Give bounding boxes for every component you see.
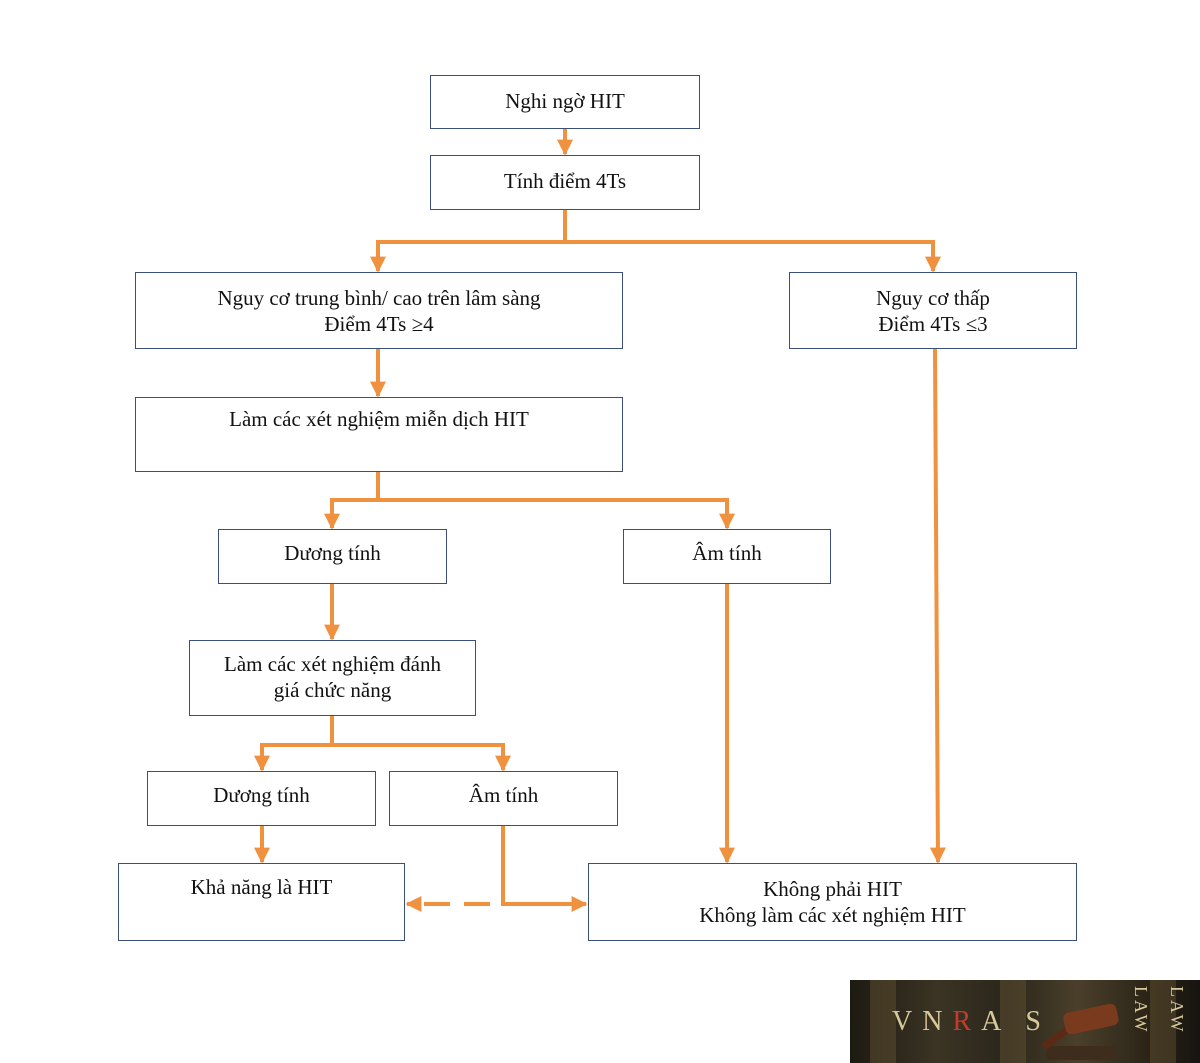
node-likely-hit: Khả năng là HIT [118,863,405,941]
edge-immuno-test-to-negative [378,498,735,530]
logo-letter: S [1025,1006,1051,1037]
node-text: Nghi ngờ HIT [505,89,625,113]
node-text: Không làm các xét nghiệm HIT [699,903,966,927]
edge-func-negative-to-not-hit [501,826,588,912]
node-text: Tính điểm 4Ts [503,169,627,193]
node-text: Khả năng là HIT [190,875,333,899]
node-text: Âm tính [468,783,539,807]
logo-letter: N [922,1006,953,1037]
edge-immuno-test-to-positive [324,472,380,530]
logo-side-text: LAW [1167,986,1187,1035]
logo-letter: V [892,1006,923,1037]
node-text: Nguy cơ thấp [876,286,990,310]
edge-functional-to-negative [332,743,511,772]
edge-low-risk-to-not-hit [929,348,946,864]
node-text: Điểm 4Ts ≥4 [324,312,434,336]
gavel-icon [1062,1002,1120,1036]
node-text: Làm các xét nghiệm miễn dịch HIT [229,407,529,431]
node-low-risk: Nguy cơ thấp Điểm 4Ts ≤3 [789,272,1077,349]
node-immuno-positive: Dương tính [218,529,447,584]
gavel-base-icon [1046,1046,1116,1060]
logo-letter: R [952,1006,982,1037]
node-text: Không phải HIT [763,877,902,901]
node-text: Dương tính [284,541,381,565]
node-text: Nguy cơ trung bình/ cao trên lâm sàng [217,286,541,310]
logo-side-text: LAW [1131,986,1151,1035]
node-immuno-negative: Âm tính [623,529,831,584]
edge-score-to-high-risk [370,210,567,273]
node-text: Âm tính [692,541,762,565]
edge-functional-to-positive [254,716,334,772]
node-score-4ts: Tính điểm 4Ts [430,155,700,210]
node-func-negative: Âm tính [389,771,618,826]
node-high-risk: Nguy cơ trung bình/ cao trên lâm sàng Đi… [135,272,623,349]
node-not-hit: Không phải HIT Không làm các xét nghiệm … [588,863,1077,941]
node-func-positive: Dương tính [147,771,376,826]
node-text: giá chức năng [273,678,392,702]
logo-letter: A [981,1006,1012,1037]
edge-score-to-low-risk [565,240,941,273]
node-text: Làm các xét nghiệm đánh [224,652,441,676]
node-functional-test: Làm các xét nghiệm đánh giá chức năng [189,640,476,716]
node-text: Dương tính [213,783,310,807]
node-immuno-test: Làm các xét nghiệm miễn dịch HIT [135,397,623,472]
node-text: Điểm 4Ts ≤3 [878,312,988,336]
node-suspect-hit: Nghi ngờ HIT [430,75,700,129]
